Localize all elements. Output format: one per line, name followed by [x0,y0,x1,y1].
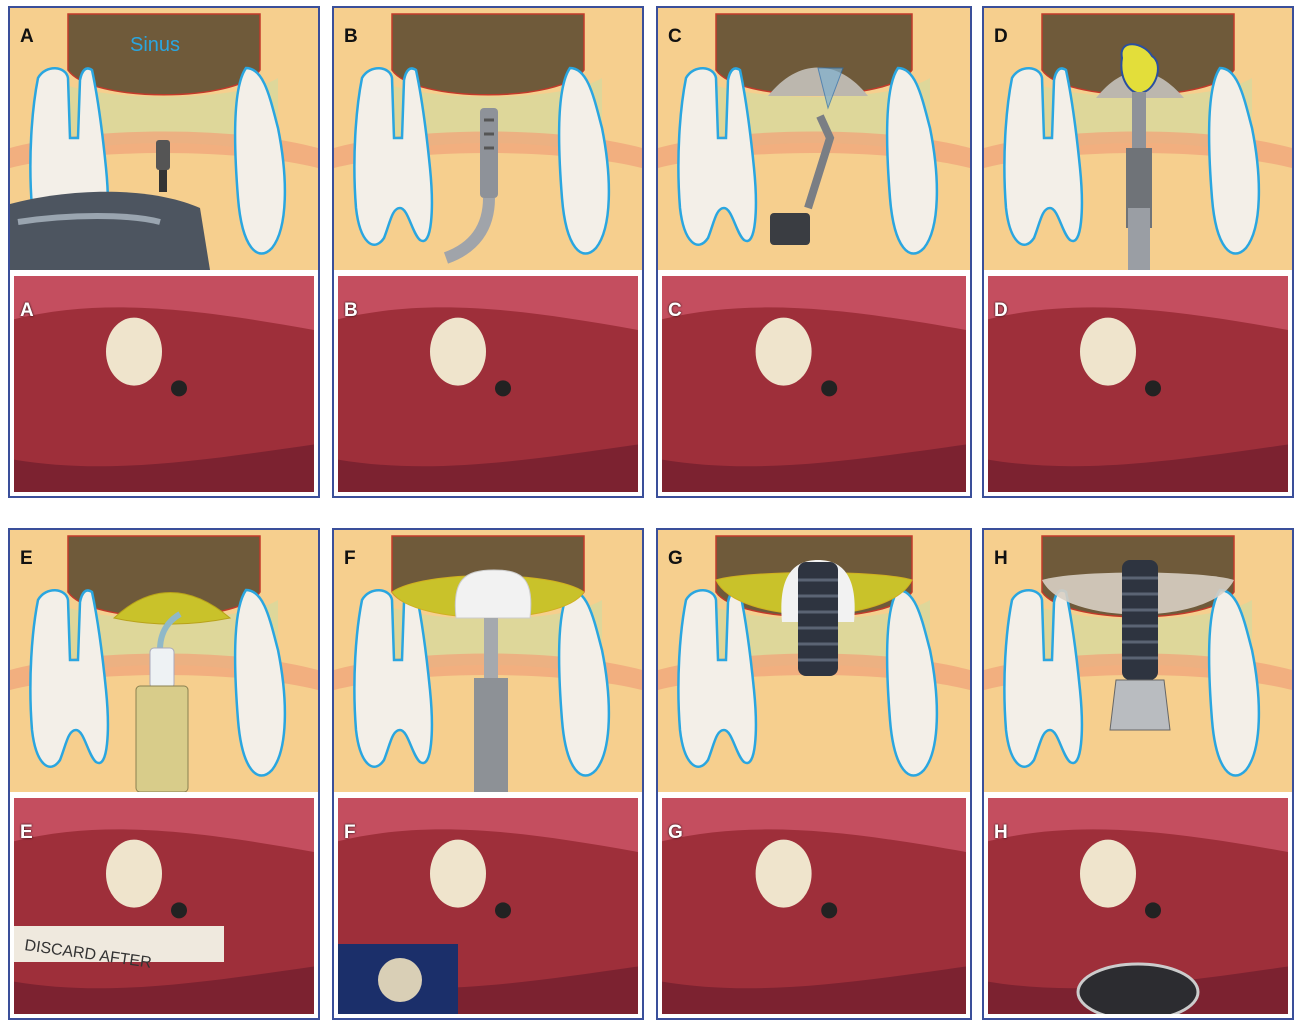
photo-label: A [20,300,34,322]
panel-label: H [994,548,1008,570]
implant-site [1145,380,1161,396]
clinical-photo-d [988,276,1288,492]
schematic-diagram [984,530,1292,792]
photo-label: H [994,822,1008,844]
panel-h: H H [982,528,1294,1020]
clinical-photo-g [662,798,966,1014]
schematic-diagram [10,530,318,792]
panel-a: A Sinus A [8,6,320,498]
diagram-f [334,530,642,792]
diagram-e [10,530,318,792]
panel-label: A [20,26,34,48]
photo-label: F [344,822,356,844]
panel-g: G G [656,528,972,1020]
clinical-photo-b [338,276,638,492]
schematic-diagram [334,530,642,792]
tooth [430,840,486,908]
tooth [756,840,812,908]
schematic-diagram [984,8,1292,270]
photo-art [662,276,966,492]
panel-label: B [344,26,358,48]
photo-art [988,276,1288,492]
clinical-photo-f [338,798,638,1014]
panel-b: B B [332,6,644,498]
sinus-label: Sinus [130,34,180,57]
photo-label: D [994,300,1008,322]
photo-label: C [668,300,682,322]
photo-art [988,798,1288,1014]
photo-label: G [668,822,683,844]
diagram-g [658,530,970,792]
diagram-h [984,530,1292,792]
tooth [1080,840,1136,908]
panel-label: C [668,26,682,48]
panel-e: E DISCARD AFTER E [8,528,320,1020]
clinical-photo-a [14,276,314,492]
photo-art [338,798,638,1014]
schematic-diagram [658,530,970,792]
implant-site [1145,902,1161,918]
photo-art [338,276,638,492]
diagram-d [984,8,1292,270]
schematic-diagram [334,8,642,270]
panel-d: D D [982,6,1294,498]
implant-site [821,902,837,918]
panel-label: G [668,548,683,570]
implant-site [821,380,837,396]
panel-label: D [994,26,1008,48]
photo-art [662,798,966,1014]
photo-art [14,276,314,492]
photo-label: B [344,300,358,322]
panel-label: F [344,548,356,570]
schematic-diagram [658,8,970,270]
photo-art: DISCARD AFTER [14,798,314,1014]
photo-label: E [20,822,33,844]
tooth [106,840,162,908]
tooth [430,318,486,386]
clinical-photo-c [662,276,966,492]
panel-f: F F [332,528,644,1020]
tooth [106,318,162,386]
diagram-b [334,8,642,270]
clinical-photo-h [988,798,1288,1014]
tooth [1080,318,1136,386]
clinical-photo-e: DISCARD AFTER [14,798,314,1014]
implant-site [495,902,511,918]
implant-site [171,902,187,918]
implant-site [495,380,511,396]
tooth [756,318,812,386]
diagram-c [658,8,970,270]
implant-site [171,380,187,396]
panel-label: E [20,548,33,570]
panel-c: C C [656,6,972,498]
